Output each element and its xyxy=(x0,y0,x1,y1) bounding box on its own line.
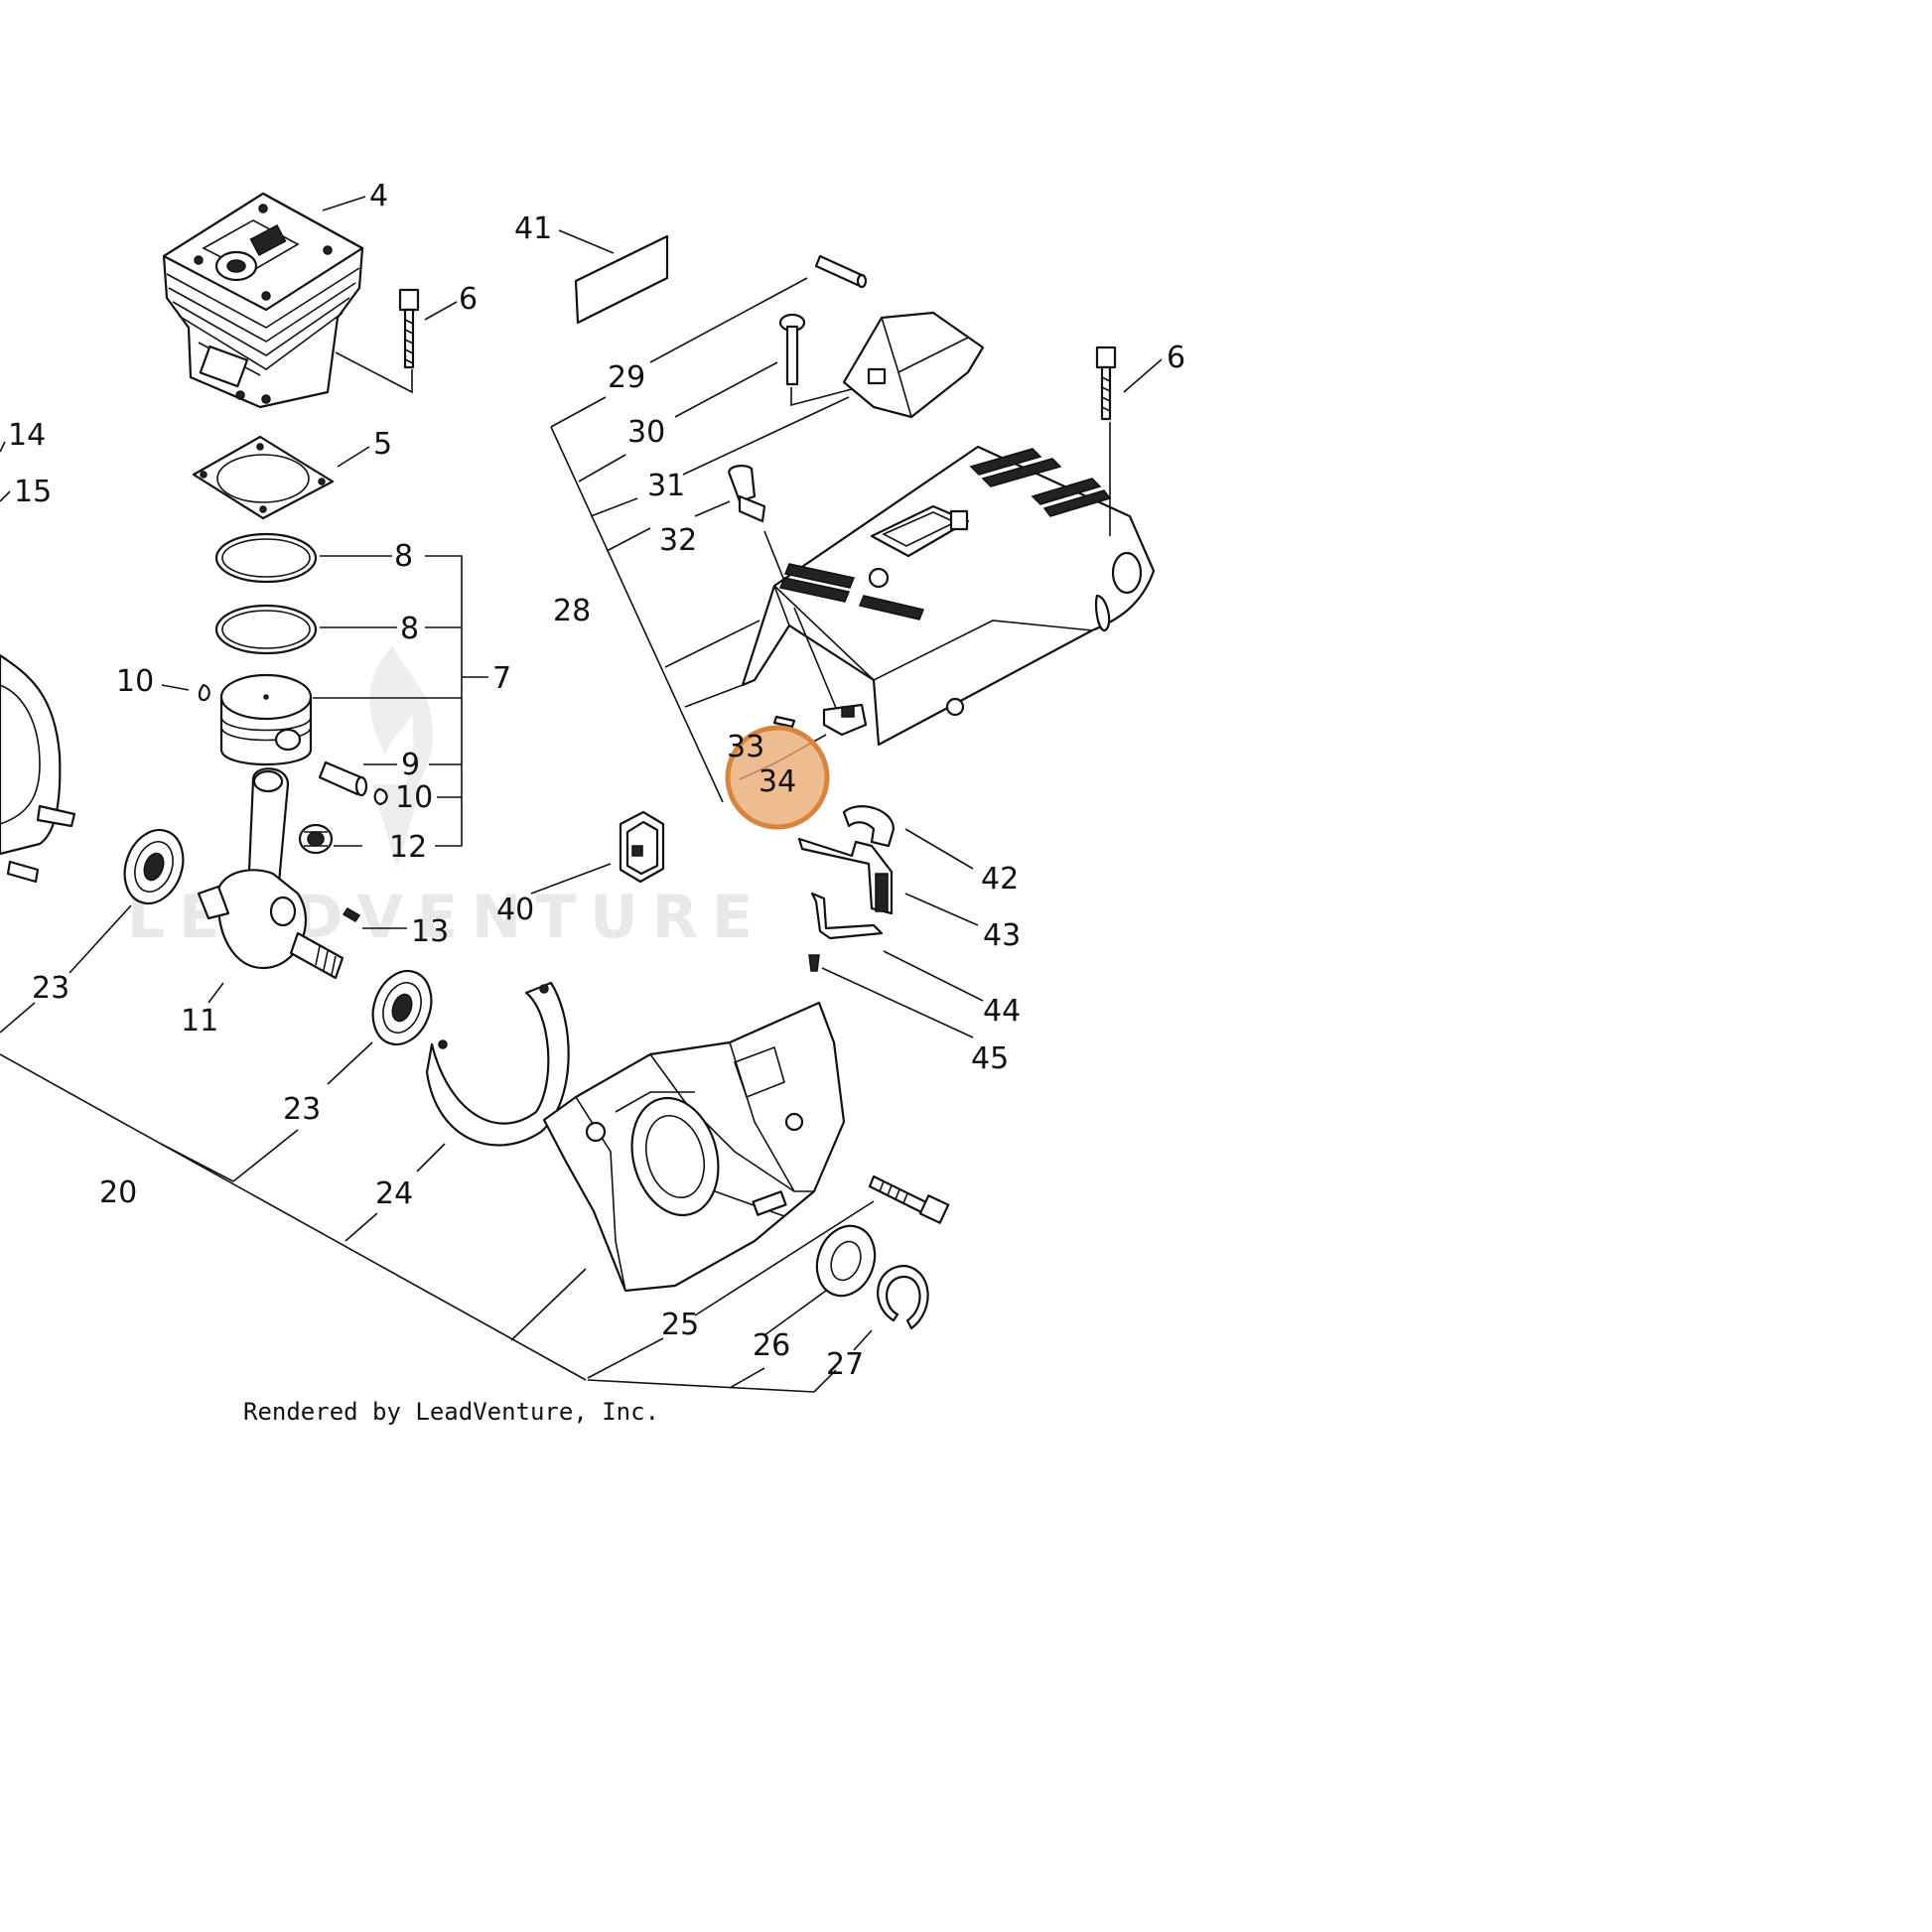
callout-28[interactable]: 28 xyxy=(553,594,591,628)
callout-13[interactable]: 13 xyxy=(411,914,449,949)
callout-20[interactable]: 20 xyxy=(99,1175,137,1210)
part-44 xyxy=(810,892,884,940)
crankcase-left-partial xyxy=(0,653,76,884)
part-gasket xyxy=(192,435,335,520)
callout-34-highlight xyxy=(725,725,830,830)
part-crankshaft xyxy=(197,767,345,980)
callout-25[interactable]: 25 xyxy=(661,1308,699,1342)
callout-44[interactable]: 44 xyxy=(983,994,1021,1029)
part-33-pin xyxy=(772,715,796,729)
callout-14[interactable]: 14 xyxy=(8,418,46,453)
callout-45[interactable]: 45 xyxy=(971,1041,1009,1076)
callout-7[interactable]: 7 xyxy=(492,661,511,696)
callout-24[interactable]: 24 xyxy=(375,1176,413,1211)
part-bearing-center xyxy=(371,969,433,1046)
callout-40[interactable]: 40 xyxy=(496,893,534,927)
callout-10-right[interactable]: 10 xyxy=(395,780,433,815)
part-pin-32 xyxy=(728,465,766,523)
callout-6-right[interactable]: 6 xyxy=(1167,341,1185,375)
callout-29[interactable]: 29 xyxy=(608,360,645,395)
callout-8-lower[interactable]: 8 xyxy=(400,612,419,646)
callout-15[interactable]: 15 xyxy=(14,475,52,509)
part-crankcase-screw xyxy=(868,1174,950,1224)
part-bracket xyxy=(842,311,985,419)
callout-8-upper[interactable]: 8 xyxy=(394,539,413,574)
part-bolt-6-right xyxy=(1095,345,1117,421)
callout-34[interactable]: 34 xyxy=(759,764,796,799)
callout-labels: 4 6 6 41 14 15 5 8 8 7 10 9 10 12 29 30 … xyxy=(8,179,1185,1382)
callout-41[interactable]: 41 xyxy=(514,211,552,246)
part-key xyxy=(342,906,361,923)
callout-23-left[interactable]: 23 xyxy=(32,971,69,1006)
part-seal xyxy=(815,1224,877,1298)
callout-23-center[interactable]: 23 xyxy=(283,1092,321,1127)
callout-10-left[interactable]: 10 xyxy=(116,664,154,699)
exploded-parts-diagram: LEADVENTURE xyxy=(0,179,1185,1426)
part-piston-pin xyxy=(318,760,368,797)
cover-vents-top xyxy=(969,448,1112,517)
callout-30[interactable]: 30 xyxy=(627,415,665,450)
callout-32[interactable]: 32 xyxy=(659,523,697,558)
callout-33[interactable]: 33 xyxy=(727,730,764,764)
part-42 xyxy=(842,805,896,848)
parts-diagram: LEADVENTURE xyxy=(0,179,1185,1426)
callout-42[interactable]: 42 xyxy=(981,862,1019,897)
credit-line: Rendered by LeadVenture, Inc. xyxy=(243,1398,659,1426)
part-34-block xyxy=(822,703,868,737)
callout-27[interactable]: 27 xyxy=(826,1347,864,1382)
callout-26[interactable]: 26 xyxy=(753,1328,790,1363)
callout-12[interactable]: 12 xyxy=(389,830,427,865)
part-crankcase-gasket xyxy=(425,981,570,1147)
callout-4[interactable]: 4 xyxy=(369,179,388,213)
part-air-filter xyxy=(619,810,665,884)
part-pin-29 xyxy=(814,254,868,289)
part-needle-bearing xyxy=(298,823,334,855)
part-cylinder xyxy=(162,192,364,409)
part-circlip xyxy=(877,1264,929,1330)
part-crankcase xyxy=(542,1001,846,1293)
callout-6-left[interactable]: 6 xyxy=(459,282,478,317)
callout-11[interactable]: 11 xyxy=(181,1004,218,1038)
leader-lines xyxy=(0,196,1163,1393)
part-cylinder-cover xyxy=(741,445,1156,747)
part-bolt-30 xyxy=(778,313,806,386)
part-clip-right xyxy=(373,787,388,806)
part-clip-left xyxy=(198,683,210,702)
callout-43[interactable]: 43 xyxy=(983,918,1021,953)
part-bolt-6-left xyxy=(398,288,420,369)
part-43 xyxy=(797,837,894,915)
part-45 xyxy=(808,954,820,972)
cover-vents-front xyxy=(778,563,925,621)
part-piston-rings xyxy=(214,532,318,655)
part-piston xyxy=(219,673,313,766)
callout-5[interactable]: 5 xyxy=(373,427,392,462)
part-bearing-left xyxy=(123,828,185,905)
callout-9[interactable]: 9 xyxy=(401,748,420,782)
part-decal xyxy=(574,234,669,325)
callout-31[interactable]: 31 xyxy=(647,469,685,503)
